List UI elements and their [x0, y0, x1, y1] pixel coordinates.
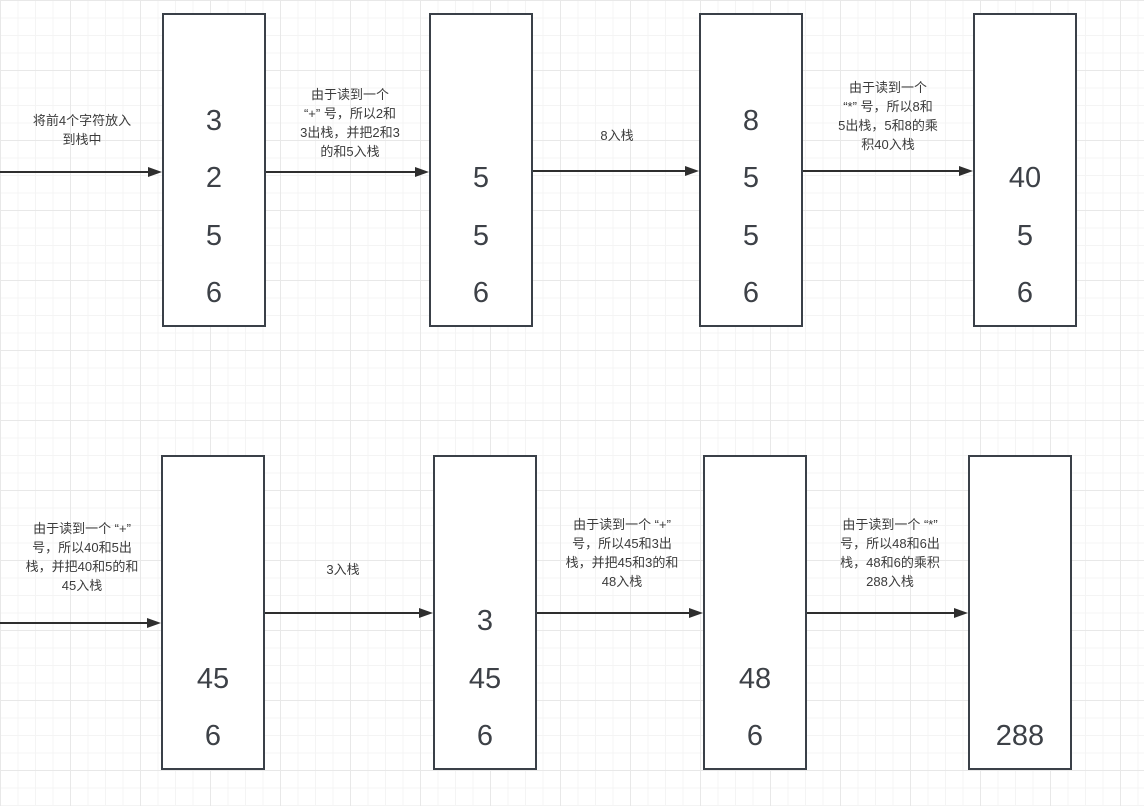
label-line: 由于读到一个: [848, 80, 927, 95]
label-line: 号，所以45和3出: [572, 536, 672, 551]
arrow-step-6: [265, 607, 433, 619]
stack-value: 5: [1016, 219, 1034, 252]
arrowhead-right-icon: [415, 167, 429, 177]
label-line: 将前4个字符放入: [32, 113, 132, 128]
label-step-4: 由于读到一个 “*” 号，所以8和 5出栈，5和8的乘积40入栈: [758, 78, 1018, 154]
stack-1: 3 2 5 6: [162, 13, 266, 327]
label-line: 由于读到一个 “+”: [33, 521, 131, 536]
arrow-step-1: [0, 166, 162, 178]
stack-3: 8 5 5 6: [699, 13, 803, 327]
arrowhead-right-icon: [148, 167, 162, 177]
label-step-8: 由于读到一个 “*” 号，所以48和6出栈，48和6的乘积 288入栈: [760, 515, 1020, 591]
stack-value: 5: [472, 219, 490, 252]
label-line: 栈，并把40和5的和: [25, 559, 139, 574]
arrow-line: [0, 171, 152, 173]
label-line: 48入栈: [601, 574, 643, 589]
arrowhead-right-icon: [959, 166, 973, 176]
label-line: 由于读到一个 “+”: [573, 517, 671, 532]
label-line: 号，所以40和5出: [32, 540, 132, 555]
label-line: 45入栈: [61, 578, 103, 593]
arrow-line: [0, 622, 151, 624]
label-line: 栈，48和6的乘积: [840, 555, 940, 570]
stack-value: 5: [205, 219, 223, 252]
arrow-line: [807, 612, 958, 614]
stack-value: 6: [476, 720, 494, 753]
label-line: 由于读到一个 “*”: [842, 517, 938, 532]
stack-value: 8: [742, 104, 760, 137]
label-line: 5出栈，5和8的乘: [838, 118, 938, 133]
stack-4: 40 5 6: [973, 13, 1077, 327]
arrow-step-2: [266, 166, 429, 178]
stack-value: 288: [995, 720, 1045, 753]
arrowhead-right-icon: [954, 608, 968, 618]
label-step-7: 由于读到一个 “+” 号，所以45和3出栈，并把45和3的和 48入栈: [492, 515, 752, 591]
stack-value: 5: [472, 162, 490, 195]
arrow-step-8: [807, 607, 968, 619]
stack-value: 45: [468, 662, 502, 695]
label-line: 由于读到一个: [310, 87, 389, 102]
label-line: 的和5入栈: [320, 144, 380, 159]
arrow-step-3: [533, 165, 699, 177]
stack-value: 6: [1016, 277, 1034, 310]
label-line: 号，所以48和6出: [840, 536, 940, 551]
stack-value: 6: [205, 277, 223, 310]
stack-value: 2: [205, 162, 223, 195]
arrow-line: [533, 170, 689, 172]
arrow-line: [803, 170, 963, 172]
stack-6: 3 45 6: [433, 455, 537, 770]
stack-value: 6: [742, 277, 760, 310]
stack-value: 6: [472, 277, 490, 310]
label-step-3: 8入栈: [487, 126, 747, 145]
stack-value: 3: [205, 104, 223, 137]
stack-value: 45: [196, 662, 230, 695]
label-line: 积40入栈: [861, 137, 915, 152]
label-line: 8入栈: [600, 128, 634, 143]
stack-8: 288: [968, 455, 1072, 770]
arrow-step-5: [0, 617, 161, 629]
label-line: 到栈中: [62, 132, 102, 147]
stack-value: 6: [204, 720, 222, 753]
stack-value: 5: [742, 219, 760, 252]
arrowhead-right-icon: [685, 166, 699, 176]
arrowhead-right-icon: [689, 608, 703, 618]
stack-2: 5 5 6: [429, 13, 533, 327]
label-line: 3出栈，并把2和3: [300, 125, 400, 140]
label-step-1: 将前4个字符放入到栈中: [0, 111, 212, 149]
arrow-line: [265, 612, 423, 614]
label-line: 3入栈: [326, 562, 360, 577]
arrowhead-right-icon: [419, 608, 433, 618]
label-step-5: 由于读到一个 “+” 号，所以40和5出栈，并把40和5的和 45入栈: [0, 519, 212, 595]
label-line: 栈，并把45和3的和: [565, 555, 679, 570]
stack-value: 40: [1008, 162, 1042, 195]
stack-7: 48 6: [703, 455, 807, 770]
arrow-step-4: [803, 165, 973, 177]
stack-value: 5: [742, 162, 760, 195]
label-line: “+” 号，所以2和: [303, 106, 397, 121]
label-line: 288入栈: [866, 574, 914, 589]
label-line: “*” 号，所以8和: [843, 99, 933, 114]
label-step-2: 由于读到一个 “+” 号，所以2和 3出栈，并把2和3 的和5入栈: [220, 85, 480, 161]
arrow-step-7: [537, 607, 703, 619]
arrowhead-right-icon: [147, 618, 161, 628]
stack-value: 48: [738, 662, 772, 695]
arrow-line: [266, 171, 419, 173]
label-step-6: 3入栈: [213, 560, 473, 579]
stack-value: 3: [476, 605, 494, 638]
arrow-line: [537, 612, 693, 614]
stack-5: 45 6: [161, 455, 265, 770]
stack-value: 6: [746, 720, 764, 753]
